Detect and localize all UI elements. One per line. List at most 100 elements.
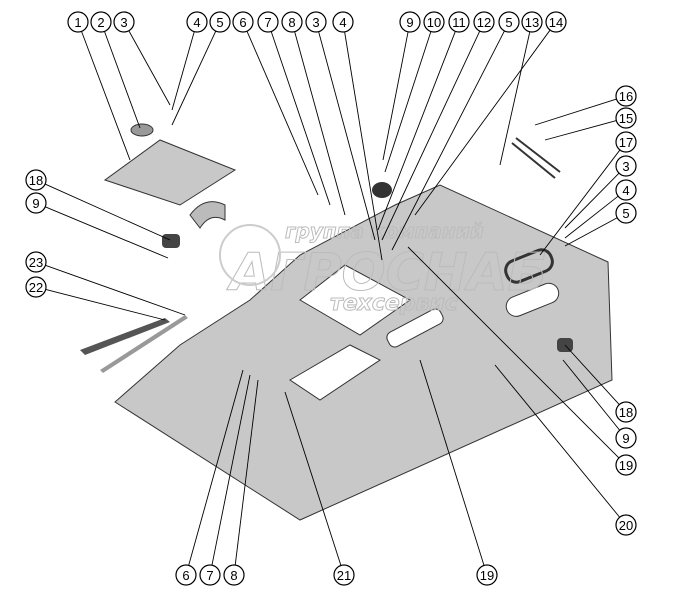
callout-number: 7: [264, 15, 271, 30]
leader-line: [44, 183, 171, 241]
rod-part: [511, 137, 561, 179]
callout-left-18: 18: [25, 169, 47, 191]
callout-number: 23: [29, 255, 43, 270]
callout-top-6: 6: [232, 11, 254, 33]
leader-line: [171, 31, 195, 111]
small-plate: [103, 139, 237, 206]
leader-line: [564, 217, 618, 247]
callout-top-12: 12: [473, 11, 495, 33]
callout-number: 9: [32, 196, 39, 211]
callout-top-9: 9: [399, 11, 421, 33]
leader-line: [407, 246, 620, 459]
leader-line: [377, 31, 456, 231]
leader-line: [562, 359, 621, 431]
callout-number: 4: [622, 183, 629, 198]
leader-line: [391, 30, 505, 251]
callout-bottom-19: 19: [476, 564, 498, 586]
callout-left-22: 22: [25, 276, 47, 298]
leader-line: [234, 379, 259, 566]
leader-line: [539, 149, 621, 256]
callout-left-23: 23: [25, 251, 47, 273]
leader-line: [384, 31, 432, 173]
callout-right-18: 18: [615, 401, 637, 423]
leader-line: [294, 31, 346, 216]
callout-bottom-7: 7: [199, 564, 221, 586]
callout-number: 5: [216, 15, 223, 30]
callout-number: 6: [182, 568, 189, 583]
leader-line: [104, 31, 141, 129]
leader-line: [381, 30, 481, 241]
leader-line: [188, 369, 244, 566]
callout-number: 10: [427, 15, 441, 30]
leader-line: [284, 391, 342, 566]
callout-top-4: 4: [186, 11, 208, 33]
leader-line: [45, 289, 166, 321]
leader-line: [246, 30, 319, 196]
leader-line: [564, 195, 619, 239]
callout-top-14: 14: [545, 11, 567, 33]
leader-line: [494, 364, 621, 518]
callout-number: 12: [477, 15, 491, 30]
callout-number: 18: [29, 173, 43, 188]
seal-ring: [504, 248, 554, 284]
callout-number: 19: [619, 458, 633, 473]
seal-strip-23: [100, 315, 188, 373]
callout-number: 4: [339, 15, 346, 30]
svg-text:группа компаний: группа компаний: [285, 219, 484, 243]
callout-number: 1: [74, 15, 81, 30]
callout-number: 11: [452, 15, 466, 30]
callout-top-11: 11: [448, 11, 470, 33]
callout-number: 7: [206, 568, 213, 583]
callout-number: 3: [622, 159, 629, 174]
plate-cutout-lower: [289, 344, 381, 401]
callout-number: 16: [619, 89, 633, 104]
leader-line: [382, 31, 409, 161]
bracket-part: [189, 201, 226, 229]
leader-line: [344, 31, 383, 261]
callout-number: 5: [622, 206, 629, 221]
callout-right-5: 5: [615, 202, 637, 224]
foot-part-left: [162, 234, 180, 248]
callout-bottom-21: 21: [333, 564, 355, 586]
handle-slot: [505, 282, 560, 317]
callout-number: 6: [239, 15, 246, 30]
leader-line: [45, 206, 169, 259]
callout-top-10: 10: [423, 11, 445, 33]
callout-number: 19: [480, 568, 494, 583]
leader-line: [318, 31, 376, 241]
leader-line: [128, 30, 171, 106]
leader-line: [414, 29, 551, 216]
watermark-logo: группа компаний АГРОСНАБ техсервис: [219, 219, 548, 317]
callout-number: 21: [337, 568, 351, 583]
callout-right-16: 16: [615, 85, 637, 107]
callout-number: 14: [549, 15, 563, 30]
callout-right-17: 17: [615, 131, 637, 153]
callout-top-2: 2: [90, 11, 112, 33]
callout-number: 9: [622, 431, 629, 446]
svg-text:техсервис: техсервис: [330, 291, 458, 316]
callout-top-8: 8: [281, 11, 303, 33]
callout-number: 22: [29, 280, 43, 295]
callout-number: 18: [619, 405, 633, 420]
seal-strip-22: [80, 318, 170, 355]
callout-left-9: 9: [25, 192, 47, 214]
callout-number: 8: [230, 568, 237, 583]
leader-line: [544, 120, 617, 141]
callout-top-13: 13: [521, 11, 543, 33]
leader-line: [564, 344, 620, 405]
callout-bottom-6: 6: [175, 564, 197, 586]
leader-lines: [44, 29, 621, 566]
callout-number: 3: [312, 15, 319, 30]
leader-line: [45, 264, 186, 316]
callout-number: 2: [97, 15, 104, 30]
leader-line: [534, 98, 617, 126]
callout-number: 5: [505, 15, 512, 30]
leader-line: [564, 172, 620, 229]
callout-right-9: 9: [615, 427, 637, 449]
callout-top-5: 5: [209, 11, 231, 33]
callout-number: 17: [619, 135, 633, 150]
callout-top-1: 1: [67, 11, 89, 33]
